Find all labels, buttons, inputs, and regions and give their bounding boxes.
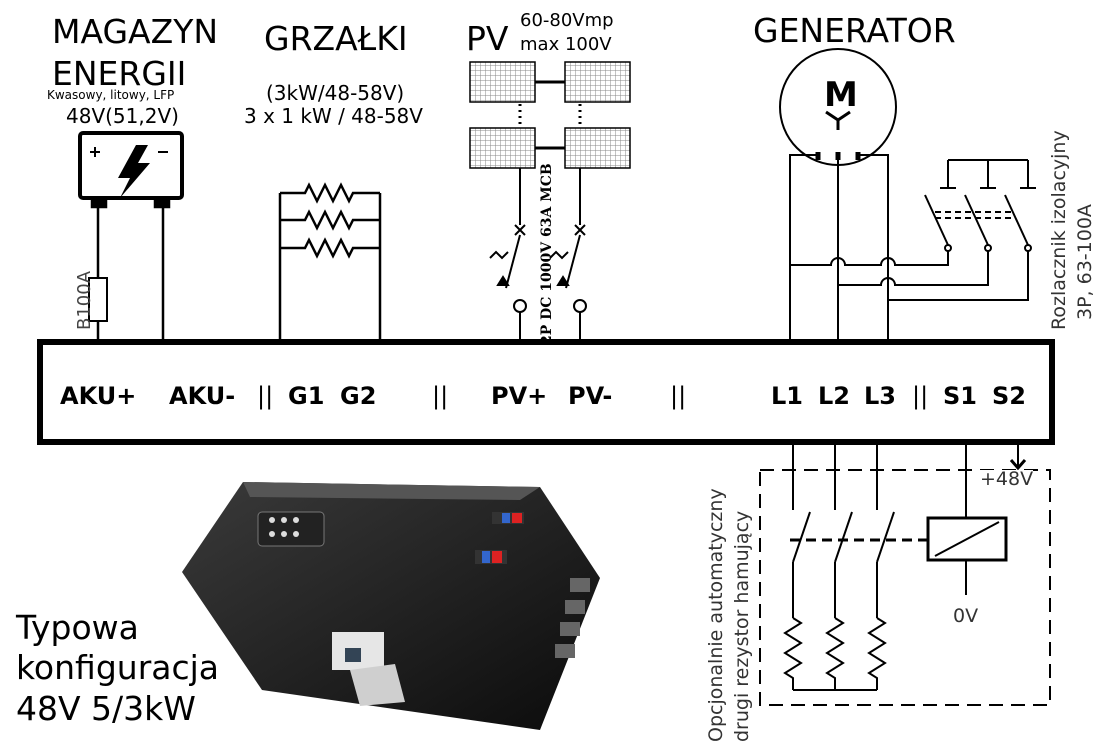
battery-voltage: 48V(51,2V) xyxy=(66,104,179,128)
terminal-aku-minus: AKU- xyxy=(169,382,236,410)
isolator-label-line1: Rozlacznik izolacyjny xyxy=(1048,130,1070,330)
heater-resistors-icon xyxy=(278,182,382,342)
generator-wires xyxy=(789,154,1029,342)
motor-letter: M xyxy=(824,75,858,115)
pv-spec-line1: 60-80Vmp xyxy=(520,10,614,31)
fuse-label: B100A xyxy=(74,270,95,330)
caption-line3: 48V 5/3kW xyxy=(16,689,196,728)
battery-title-line2: ENERGII xyxy=(52,54,187,93)
battery-title-line1: MAGAZYN xyxy=(52,12,219,51)
terminal-separator-3: || xyxy=(670,382,687,410)
pv-breaker-icon xyxy=(489,168,587,342)
terminal-aku-plus: AKU+ xyxy=(60,382,137,410)
heaters-spec-line2: 3 x 1 kW / 48-58V xyxy=(244,104,423,128)
terminal-block xyxy=(37,339,1055,445)
terminal-g2: G2 xyxy=(340,382,377,410)
battery-types: Kwasowy, litowy, LFP xyxy=(47,88,175,102)
plus-48v-label: +48V xyxy=(980,468,1034,490)
terminal-l2: L2 xyxy=(818,382,850,410)
isolator-label-line2: 3P, 63-100A xyxy=(1074,204,1096,320)
terminal-l3: L3 xyxy=(864,382,896,410)
generator-title: GENERATOR xyxy=(753,11,956,50)
pv-breaker-label: 2P DC 1000V 63A MCB xyxy=(539,163,555,345)
terminal-separator-1: || xyxy=(257,382,274,410)
terminal-pv-plus: PV+ xyxy=(491,382,548,410)
caption-line1: Typowa xyxy=(16,608,139,647)
pv-spec-line2: max 100V xyxy=(520,34,612,55)
terminal-separator-4: || xyxy=(912,382,929,410)
pv-panels-icon xyxy=(469,61,631,169)
terminal-l1: L1 xyxy=(771,382,803,410)
terminal-pv-minus: PV- xyxy=(568,382,613,410)
terminal-separator-2: || xyxy=(432,382,449,410)
inverter-image xyxy=(182,482,600,730)
heaters-title: GRZAŁKI xyxy=(264,19,408,58)
caption-line2: konfiguracja xyxy=(16,648,220,687)
terminal-s2: S2 xyxy=(992,382,1026,410)
isolator-switch-icon xyxy=(924,159,1036,252)
brake-label-line2: drugi rezystor hamujący xyxy=(731,510,753,742)
terminal-s1: S1 xyxy=(943,382,977,410)
zero-volt-label: 0V xyxy=(953,605,979,627)
pv-title: PV xyxy=(466,19,509,58)
heaters-spec-line1: (3kW/48-58V) xyxy=(266,81,405,105)
battery-icon xyxy=(78,131,184,209)
brake-resistor-circuit xyxy=(759,442,1051,706)
terminal-g1: G1 xyxy=(288,382,325,410)
brake-label-line1: Opcjonalnie automatyczny xyxy=(705,488,727,742)
